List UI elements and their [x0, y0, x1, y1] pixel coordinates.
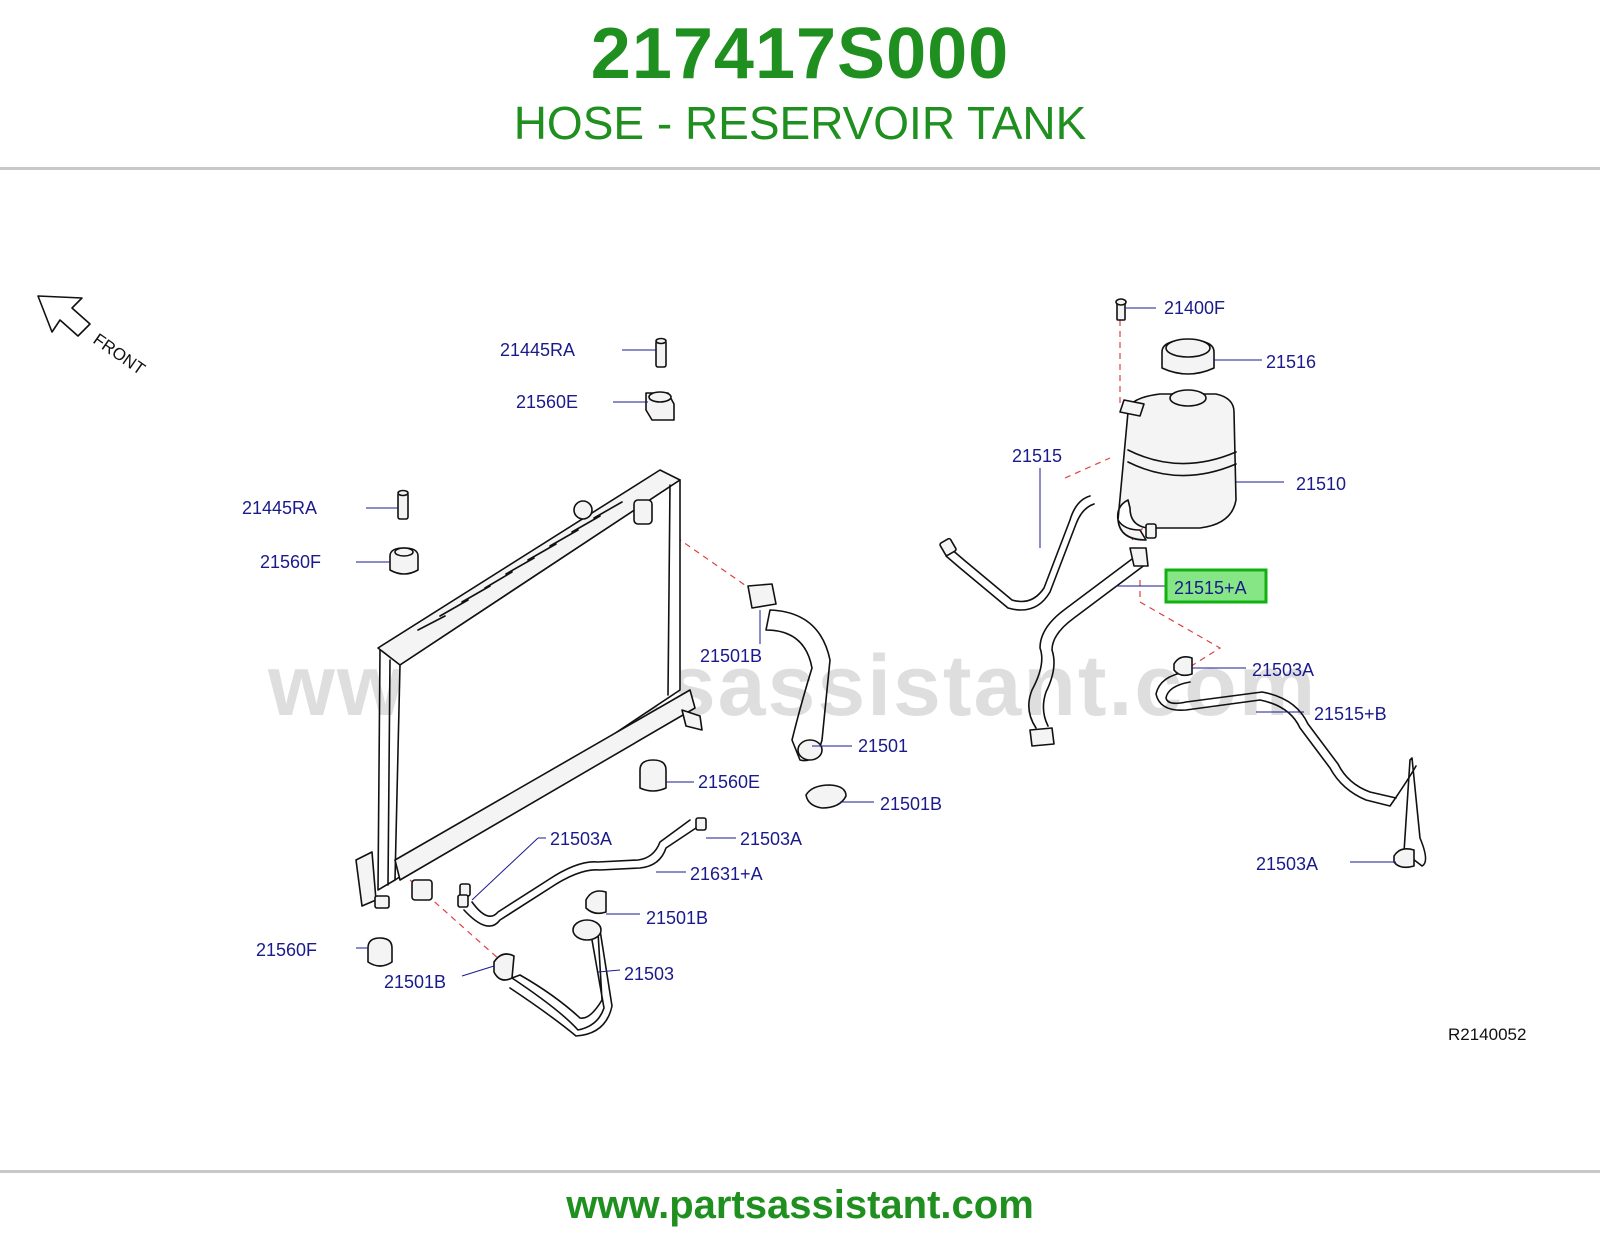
bolt-21400f	[1115, 298, 1127, 321]
grommet-21560e-top	[645, 391, 675, 421]
callout-21503[interactable]: 21503	[624, 964, 674, 984]
callout-21503a-low-left[interactable]: 21503A	[550, 829, 612, 849]
reservoir-cap-21516	[1161, 338, 1215, 375]
callout-21503a-right[interactable]: 21503A	[1252, 660, 1314, 680]
mount-pin-21445ra-top	[655, 337, 667, 368]
mount-pin-21445ra-left	[397, 489, 409, 520]
callout-21501b-upper[interactable]: 21501B	[700, 646, 762, 666]
callout-21560e-mid[interactable]: 21560E	[698, 772, 760, 792]
footer-url[interactable]: www.partsassistant.com	[566, 1183, 1034, 1227]
callout-21501b-low[interactable]: 21501B	[646, 908, 708, 928]
upper-radiator-hose-21501	[747, 583, 847, 809]
callout-21515b[interactable]: 21515+B	[1314, 704, 1387, 724]
reservoir-tank-21510	[1116, 389, 1237, 541]
callout-21515[interactable]: 21515	[1012, 446, 1062, 466]
callout-21560f-left[interactable]: 21560F	[260, 552, 321, 572]
callout-21445ra-top[interactable]: 21445RA	[500, 340, 575, 360]
leader-lines	[356, 307, 1396, 977]
callout-21400f[interactable]: 21400F	[1164, 298, 1225, 318]
part-description: HOSE - RESERVOIR TANK	[513, 97, 1087, 149]
callout-21501b-right[interactable]: 21501B	[880, 794, 942, 814]
callout-21501[interactable]: 21501	[858, 736, 908, 756]
hose-21631a	[457, 817, 707, 927]
grommet-21560f-bottom	[367, 937, 393, 967]
footer-divider	[0, 1170, 1600, 1173]
front-arrow-icon	[37, 295, 91, 337]
part-number-title: 217417S000	[590, 14, 1010, 94]
radiator	[355, 469, 696, 909]
header-divider	[0, 167, 1600, 170]
callout-21510[interactable]: 21510	[1296, 474, 1346, 494]
callout-21503a-far-right[interactable]: 21503A	[1256, 854, 1318, 874]
callout-21501b-bottom[interactable]: 21501B	[384, 972, 446, 992]
grommet-21560f-left	[389, 547, 419, 575]
lower-radiator-hose-21503	[493, 890, 613, 1037]
clip-bracket	[681, 709, 703, 731]
callout-21560f-bottom[interactable]: 21560F	[256, 940, 317, 960]
diagram-reference-code: R2140052	[1448, 1025, 1526, 1044]
front-label: FRONT	[90, 330, 149, 379]
callout-21445ra-left[interactable]: 21445RA	[242, 498, 317, 518]
hose-21515	[939, 495, 1095, 611]
callout-21560e-top[interactable]: 21560E	[516, 392, 578, 412]
callout-21631a[interactable]: 21631+A	[690, 864, 763, 884]
callout-21516[interactable]: 21516	[1266, 352, 1316, 372]
highlight-box	[1164, 568, 1268, 604]
callout-21515a[interactable]: 21515+A	[1174, 578, 1247, 598]
grommet-21560e-mid	[639, 759, 667, 792]
hose-21515a	[1028, 547, 1149, 747]
callout-21503a-low-right[interactable]: 21503A	[740, 829, 802, 849]
